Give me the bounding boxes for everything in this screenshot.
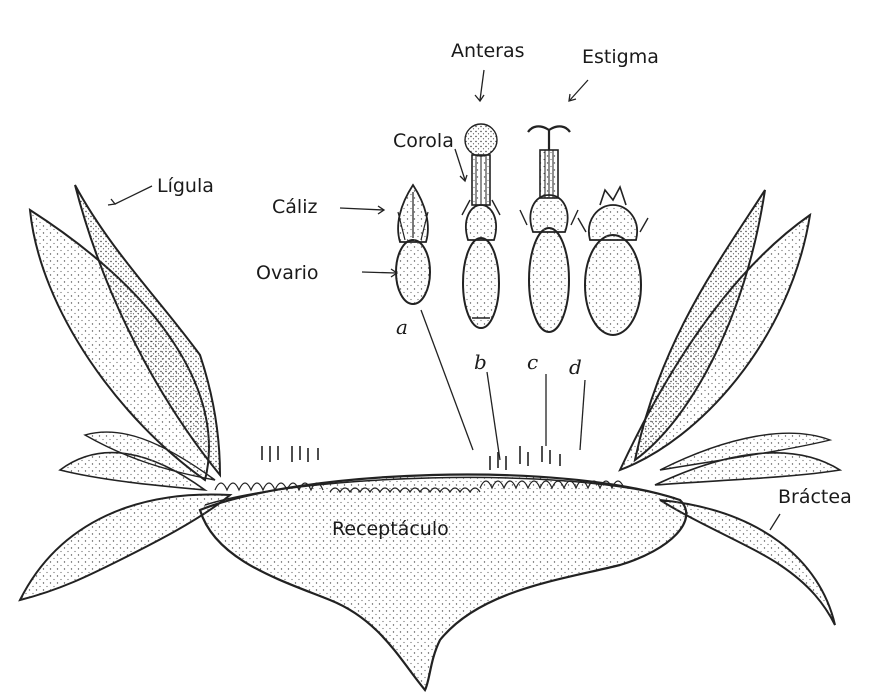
floret-b — [462, 124, 500, 328]
floret-a — [396, 185, 430, 304]
floret-d — [578, 187, 648, 335]
label-caliz: Cáliz — [272, 196, 317, 218]
label-ovario: Ovario — [256, 262, 319, 284]
label-c: c — [527, 350, 538, 374]
label-bractea: Bráctea — [778, 486, 852, 508]
label-receptaculo: Receptáculo — [332, 518, 449, 540]
label-d: d — [569, 355, 582, 379]
ligule-right — [620, 190, 810, 470]
label-corola: Corola — [393, 130, 454, 152]
floret-c — [520, 126, 578, 332]
label-ligula: Lígula — [157, 175, 214, 197]
bract-right — [655, 433, 840, 625]
receptacle — [200, 475, 686, 690]
label-anteras: Anteras — [451, 40, 525, 62]
label-a: a — [396, 315, 408, 339]
label-b: b — [474, 350, 487, 374]
label-estigma: Estigma — [582, 46, 659, 68]
